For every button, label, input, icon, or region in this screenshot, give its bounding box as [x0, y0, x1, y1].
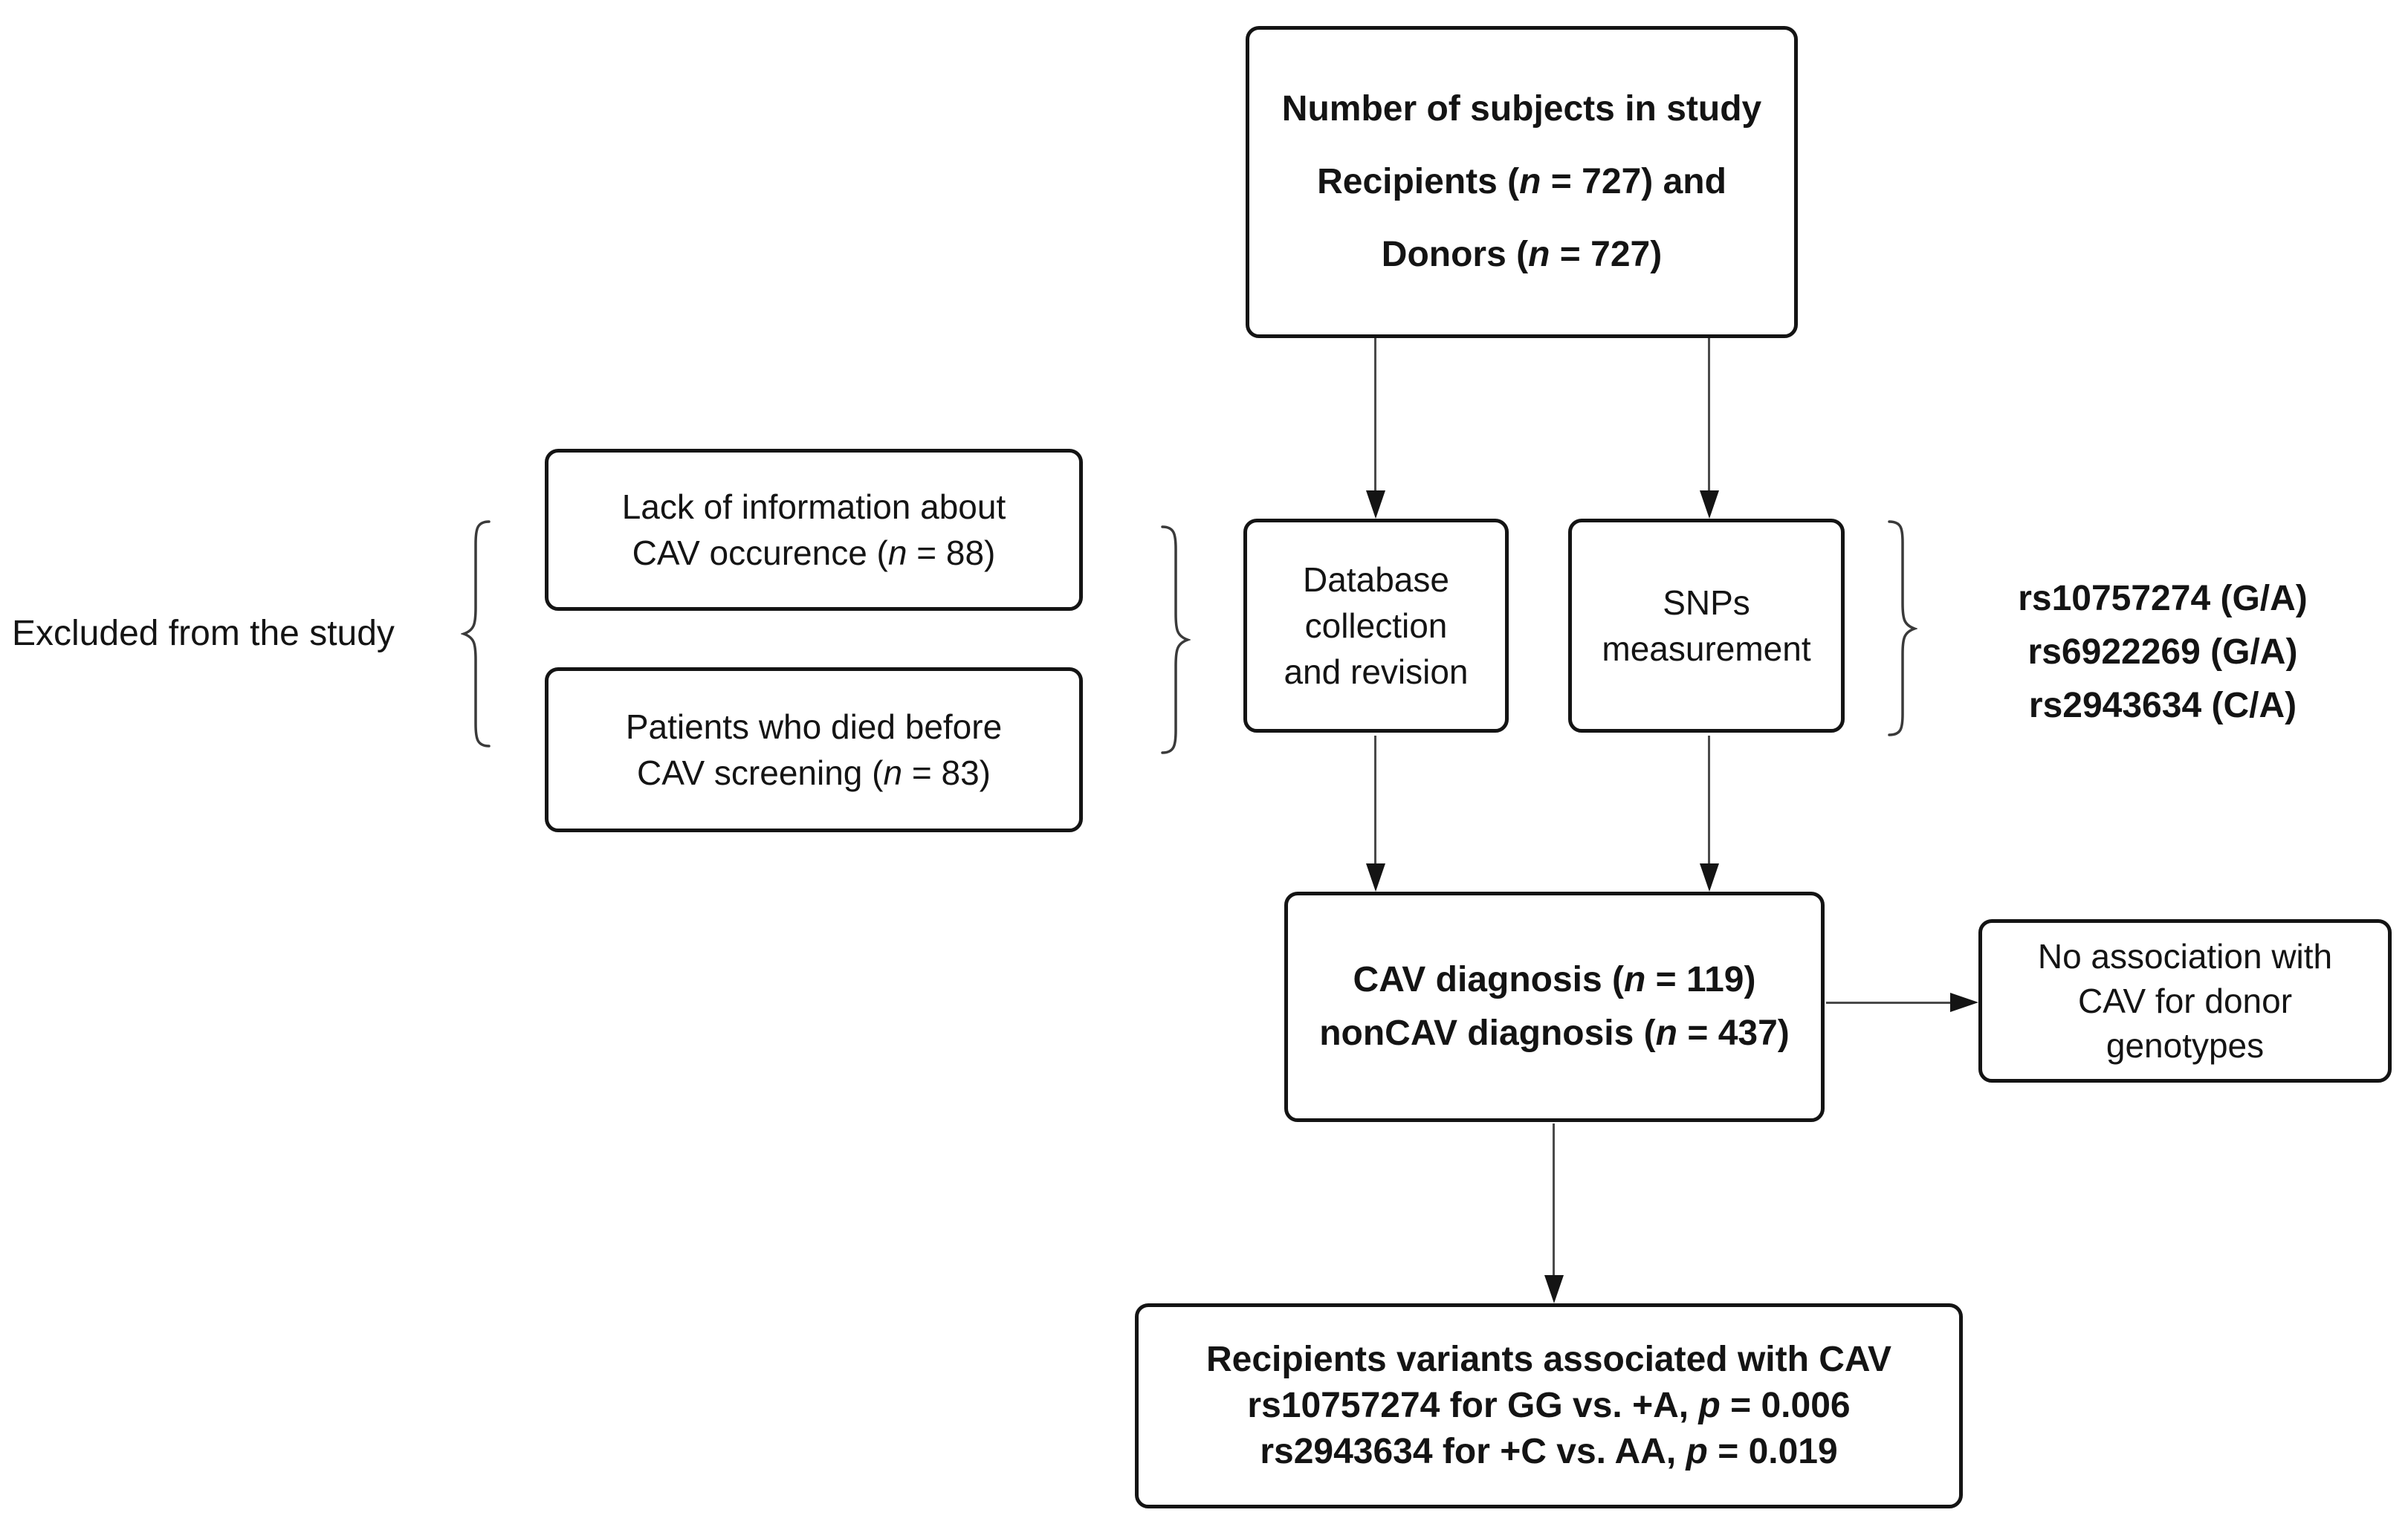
italic-p: p [1698, 1386, 1721, 1425]
exclusion-box-died-before-screening: Patients who died before CAV screening (… [545, 667, 1083, 832]
italic-n: n [1519, 162, 1541, 201]
noncav-diagnosis-text: nonCAV diagnosis ( [1319, 1014, 1656, 1053]
exclusion-box-1-line-1: Lack of information about [622, 484, 1006, 530]
exclusion-2-detail: CAV screening ( [636, 753, 884, 792]
italic-n: n [1624, 960, 1646, 999]
italic-n: n [883, 753, 903, 792]
exclusion-box-2-line-1: Patients who died before [626, 704, 1002, 750]
arrow-line [1374, 736, 1376, 866]
subjects-box-line-2: Recipients (n = 727) and [1317, 146, 1726, 218]
snps-box: SNPs measurement [1568, 519, 1845, 733]
exclusion-box-lack-of-information: Lack of information about CAV occurence … [545, 449, 1083, 611]
arrowhead-down-icon [1700, 863, 1719, 892]
donors-count: = 727) [1550, 235, 1663, 274]
exclusion-1-count: = 88) [907, 534, 996, 572]
arrow-line [1708, 736, 1710, 866]
arrow-line [1826, 1002, 1953, 1004]
snp-list: rs10757274 (G/A) rs6922269 (G/A) rs29436… [1947, 572, 2378, 733]
italic-n: n [1655, 1014, 1677, 1053]
curly-brace-right-icon [1156, 524, 1191, 756]
arrow-line [1553, 1124, 1555, 1277]
noncav-diagnosis-count: = 437) [1677, 1014, 1790, 1053]
snp-rs2943634: rs2943634 (C/A) [2028, 686, 2297, 725]
exclusion-2-count: = 83) [902, 753, 991, 792]
exclusion-1-detail: CAV occurence ( [632, 534, 888, 572]
excluded-label: Excluded from the study [12, 614, 395, 653]
no-association-line-2: CAV for donor [2077, 982, 2293, 1020]
recipients-text: Recipients ( [1317, 162, 1520, 201]
results-title: Recipients variants associated with CAV [1205, 1340, 1892, 1379]
arrowhead-down-icon [1700, 490, 1719, 519]
database-box-line-2: collection [1304, 606, 1448, 645]
italic-n: n [1528, 235, 1550, 274]
exclusion-box-2-line-2: CAV screening (n = 83) [637, 750, 991, 796]
exclusion-box-1-line-2: CAV occurence (n = 88) [632, 530, 996, 576]
result-rs2943634-pvalue: = 0.019 [1707, 1432, 1838, 1471]
no-association-box: No association with CAV for donor genoty… [1978, 919, 2392, 1083]
result-rs10757274-pvalue: = 0.006 [1720, 1386, 1851, 1425]
result-rs10757274: rs10757274 for GG vs. +A, [1247, 1386, 1699, 1425]
cav-diagnosis-count: = 119) [1645, 960, 1756, 999]
arrow-line [1708, 338, 1710, 492]
curly-brace-left-icon [461, 519, 495, 749]
subjects-box: Number of subjects in study Recipients (… [1246, 26, 1798, 338]
italic-n: n [887, 534, 907, 572]
curly-brace-right-icon [1883, 519, 1917, 738]
database-box-line-3: and revision [1284, 652, 1469, 691]
snp-rs10757274: rs10757274 (G/A) [2018, 579, 2308, 618]
results-box: Recipients variants associated with CAV … [1135, 1303, 1963, 1508]
snps-box-line-2: measurement [1602, 629, 1811, 668]
no-association-line-1: No association with [2037, 937, 2333, 976]
arrowhead-down-icon [1366, 863, 1385, 892]
recipients-count: = 727) and [1541, 162, 1726, 201]
results-line-2: rs10757274 for GG vs. +A, p = 0.006 [1247, 1383, 1850, 1429]
no-association-line-3: genotypes [2106, 1026, 2265, 1065]
italic-p: p [1686, 1432, 1708, 1471]
database-box-line-1: Database [1303, 560, 1449, 599]
subjects-box-line-1: Number of subjects in study [1282, 73, 1761, 146]
arrowhead-down-icon [1544, 1275, 1564, 1303]
snp-rs6922269: rs6922269 (G/A) [2027, 632, 2298, 672]
exclusion-2-text: Patients who died before [625, 707, 1003, 746]
subjects-box-line-3: Donors (n = 727) [1382, 218, 1662, 291]
results-line-3: rs2943634 for +C vs. AA, p = 0.019 [1260, 1429, 1837, 1475]
cav-diagnosis-box: CAV diagnosis (n = 119) nonCAV diagnosis… [1284, 892, 1825, 1122]
arrow-line [1374, 338, 1376, 492]
cav-diagnosis-text: CAV diagnosis ( [1353, 960, 1625, 999]
subjects-count-title: Number of subjects in study [1281, 89, 1762, 129]
donors-text: Donors ( [1381, 235, 1529, 274]
cav-box-line-1: CAV diagnosis (n = 119) [1353, 953, 1756, 1007]
exclusion-1-text: Lack of information about [621, 487, 1006, 526]
cav-box-line-2: nonCAV diagnosis (n = 437) [1319, 1007, 1790, 1060]
database-box: Database collection and revision [1243, 519, 1509, 733]
arrowhead-right-icon [1950, 993, 1978, 1012]
snps-box-line-1: SNPs [1663, 583, 1750, 622]
result-rs2943634: rs2943634 for +C vs. AA, [1260, 1432, 1686, 1471]
arrowhead-down-icon [1366, 490, 1385, 519]
